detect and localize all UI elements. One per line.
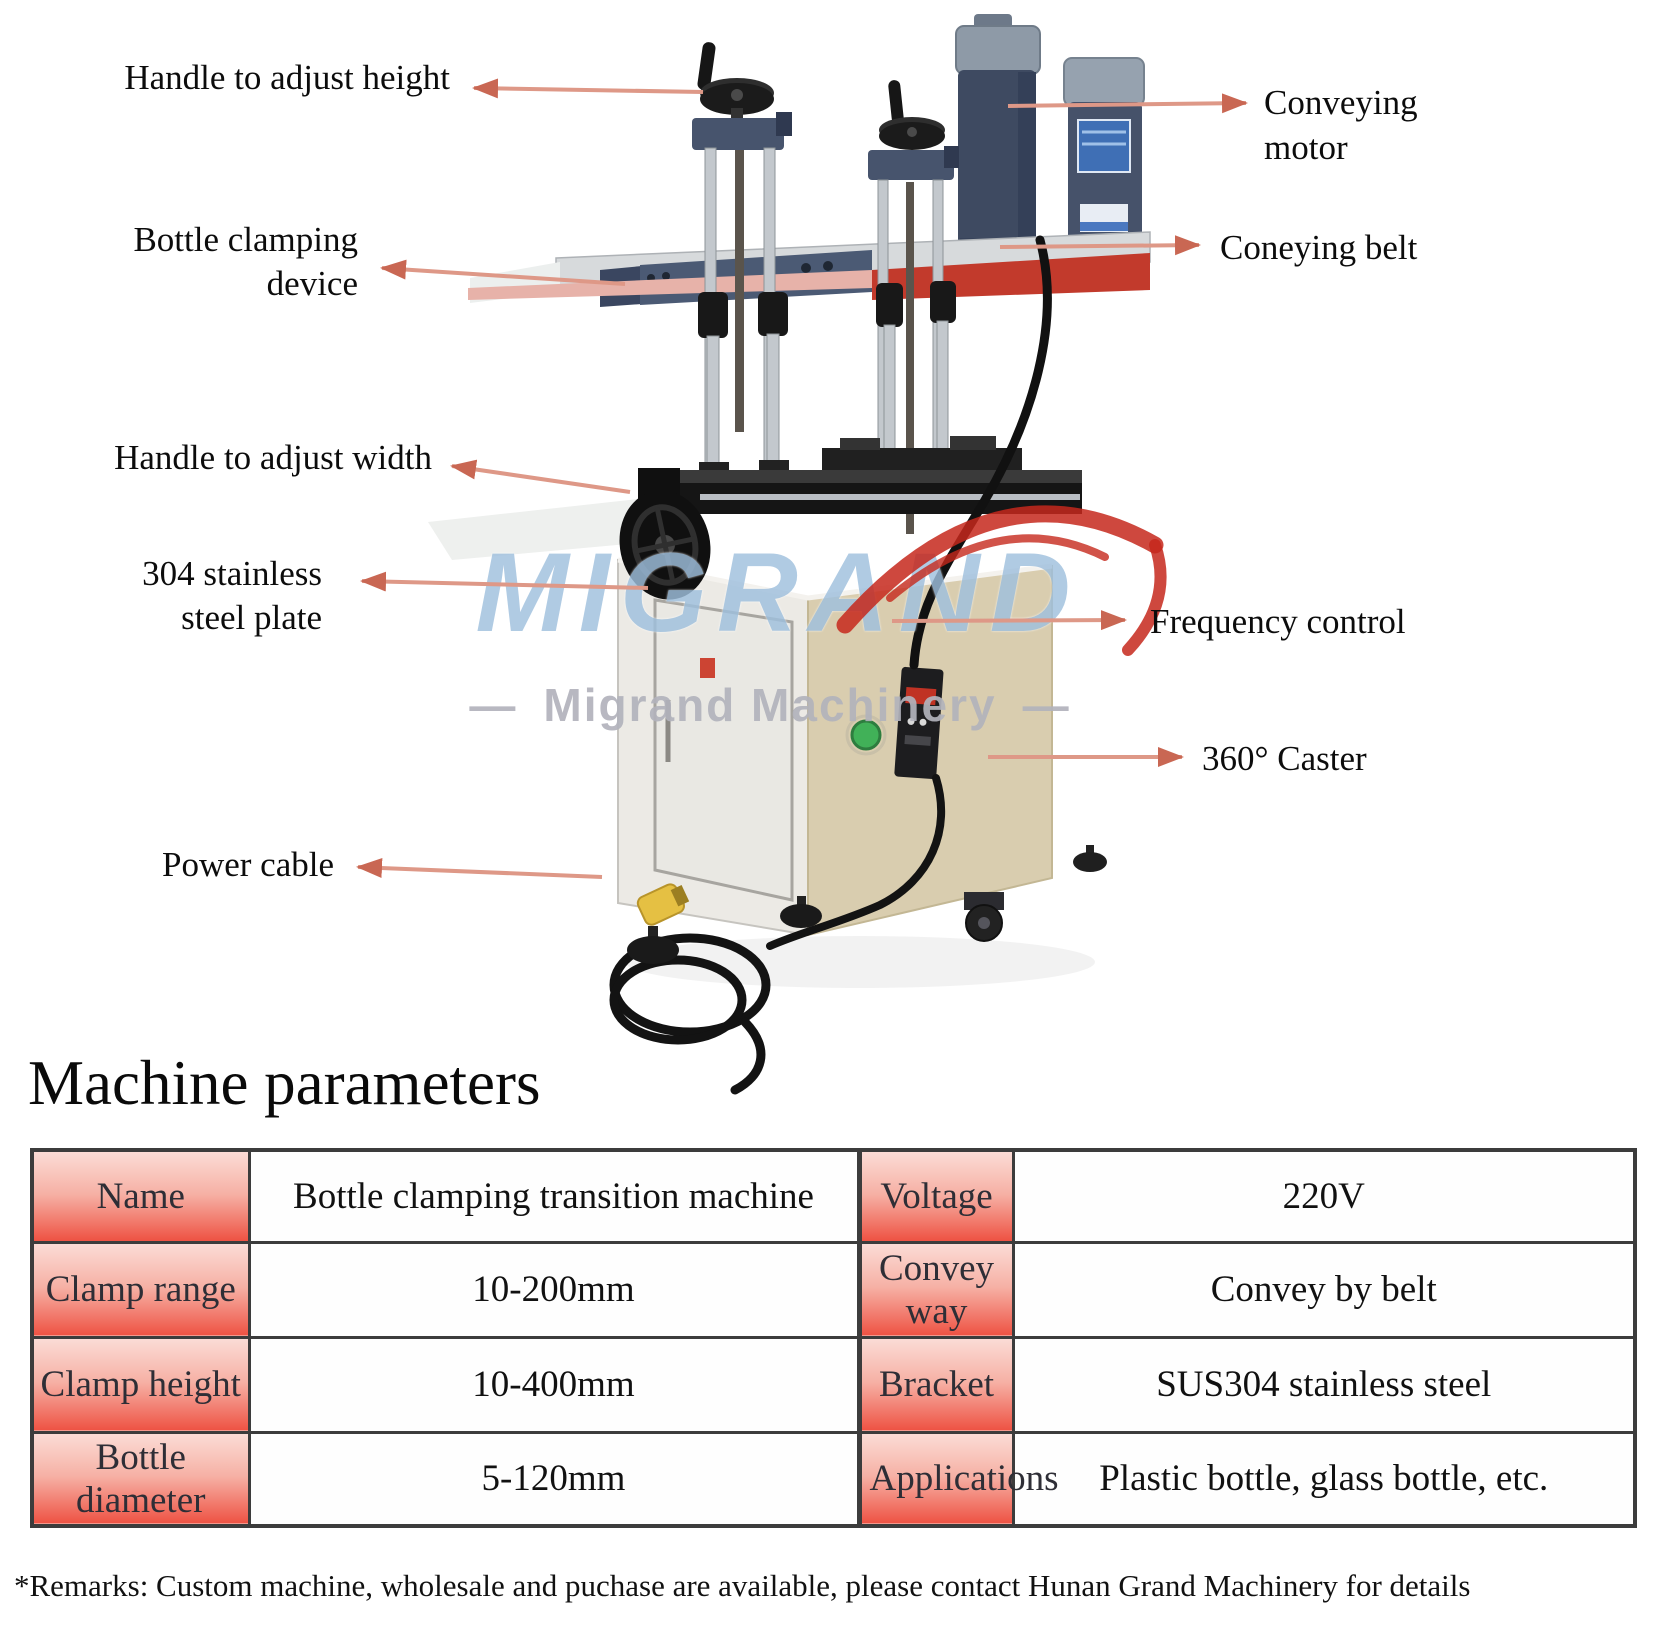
param-label-convey-way: Convey way — [856, 1240, 1015, 1339]
callout-text: Power cable — [161, 845, 334, 884]
start-button — [845, 714, 887, 756]
callout-conveying-belt: Coneying belt — [1220, 226, 1520, 270]
callout-power-cable: Power cable — [150, 843, 334, 887]
callout-text: device — [266, 264, 358, 303]
callout-text: Conveying — [1264, 83, 1418, 122]
param-label-clamp-height: Clamp height — [30, 1335, 251, 1434]
param-value-name: Bottle clamping transition machine — [247, 1148, 861, 1244]
conveying-motor — [955, 14, 1041, 254]
table-row: Bottle diameter 5-120mm Applications Pla… — [30, 1430, 1637, 1528]
callout-handle-height: Handle to adjust height — [100, 56, 450, 100]
param-value-clamp-range: 10-200mm — [247, 1240, 861, 1339]
callout-bottle-clamping: Bottle clamping device — [118, 218, 358, 306]
conveying-motor-2 — [1063, 57, 1145, 260]
param-label-voltage: Voltage — [856, 1148, 1015, 1244]
callout-frequency-control: Frequency control — [1150, 600, 1470, 644]
machine-illustration — [428, 14, 1151, 1095]
table-row: Clamp height 10-400mm Bracket SUS304 sta… — [30, 1335, 1637, 1434]
param-label-clamp-range: Clamp range — [30, 1240, 251, 1339]
param-label-applications: Applications — [856, 1430, 1059, 1528]
frequency-control-panel — [894, 666, 944, 780]
param-label-bracket: Bracket — [856, 1335, 1015, 1434]
motor-label-sticker — [1077, 119, 1131, 173]
param-label-bottle-diameter: Bottle diameter — [30, 1430, 251, 1528]
callout-text: 304 stainless — [142, 554, 322, 593]
height-handle-lever — [697, 42, 716, 90]
cabinet — [617, 557, 1053, 937]
param-value-bottle-diameter: 5-120mm — [247, 1430, 861, 1528]
callout-text: Frequency control — [1150, 602, 1406, 641]
callout-text: Bottle clamping — [133, 220, 358, 259]
param-value-applications: Plastic bottle, glass bottle, etc. — [1011, 1430, 1637, 1528]
callout-text: 360° Caster — [1202, 739, 1367, 778]
param-value-convey-way: Convey by belt — [1011, 1240, 1637, 1339]
parameters-table: Name Bottle clamping transition machine … — [30, 1148, 1637, 1528]
table-row: Clamp range 10-200mm Convey way Convey b… — [30, 1240, 1637, 1339]
callout-caster: 360° Caster — [1202, 737, 1502, 781]
table-row: Name Bottle clamping transition machine … — [30, 1148, 1637, 1244]
callout-handle-width: Handle to adjust width — [88, 436, 432, 480]
param-label-name: Name — [30, 1148, 251, 1244]
power-cable — [609, 774, 946, 1095]
remarks-note: *Remarks: Custom machine, wholesale and … — [14, 1568, 1471, 1603]
param-value-clamp-height: 10-400mm — [247, 1335, 861, 1434]
power-plug — [636, 883, 690, 926]
callout-text: Coneying belt — [1220, 228, 1418, 267]
door-sticker — [700, 658, 715, 678]
callout-text: Handle to adjust width — [114, 438, 432, 477]
caster-wheel — [964, 892, 1004, 942]
callout-text: steel plate — [181, 598, 322, 637]
width-handwheel — [619, 490, 711, 600]
machine-feet — [627, 845, 1107, 964]
table-edge — [428, 498, 672, 560]
callout-text: motor — [1264, 128, 1348, 167]
callout-text: Handle to adjust height — [124, 58, 450, 97]
callout-steel-plate: 304 stainless steel plate — [118, 552, 322, 640]
callout-conveying-motor: Conveying motor — [1264, 80, 1564, 170]
param-value-bracket: SUS304 stainless steel — [1011, 1335, 1637, 1434]
cabinet-door — [653, 598, 794, 902]
page-title: Machine parameters — [28, 1048, 541, 1118]
param-value-voltage: 220V — [1011, 1148, 1637, 1244]
